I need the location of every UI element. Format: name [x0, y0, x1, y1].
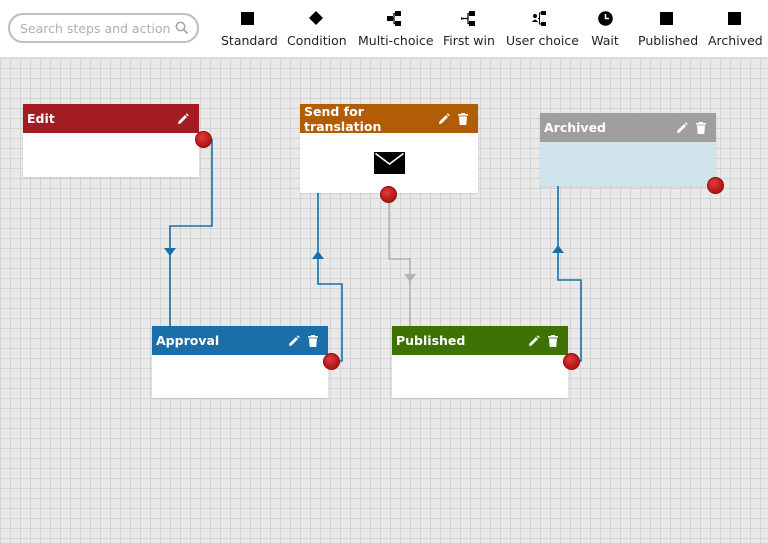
tool-label: Archived [708, 33, 763, 48]
search-box[interactable] [8, 13, 199, 43]
edge-translation-to-published[interactable] [388, 195, 416, 326]
output-port[interactable] [380, 186, 397, 203]
trash-icon[interactable] [458, 112, 468, 125]
step-node-approval[interactable]: Approval [152, 326, 340, 398]
node-body [540, 142, 716, 186]
search-input[interactable] [20, 19, 170, 37]
tool-first-win[interactable]: First win [443, 9, 495, 51]
node-title: Approval [156, 333, 220, 348]
tool-label: Standard [221, 33, 278, 48]
step-node-archived[interactable]: Archived [540, 113, 724, 194]
tool-standard[interactable]: Standard [221, 9, 278, 51]
first-win-icon [460, 10, 475, 26]
tool-label: Condition [287, 33, 347, 48]
tool-multi-choice[interactable]: Multi-choice [358, 9, 434, 51]
output-port[interactable] [707, 177, 724, 194]
toolbar: Standard Condition Multi-choice First wi… [0, 0, 768, 58]
node-header[interactable]: Published [392, 326, 568, 355]
node-title: Archived [544, 120, 607, 135]
output-port[interactable] [195, 131, 212, 148]
square-icon [659, 11, 673, 25]
node-header[interactable]: Send for translation [300, 103, 478, 134]
step-node-send-for-translation[interactable]: Send for translation [300, 103, 478, 203]
node-title: Edit [27, 111, 55, 126]
tool-published[interactable]: Published [638, 9, 699, 51]
square-icon [240, 11, 254, 25]
tool-label: First win [443, 33, 495, 48]
tool-user-choice[interactable]: User choice [506, 9, 579, 51]
tool-label: Multi-choice [358, 33, 434, 48]
node-body [300, 133, 478, 193]
node-body [392, 355, 568, 398]
multi-choice-icon [386, 10, 401, 26]
node-title: Published [396, 333, 466, 348]
step-node-published[interactable]: Published [392, 326, 580, 398]
tool-label: Published [638, 33, 699, 48]
pencil-icon[interactable] [676, 121, 688, 134]
step-node-edit[interactable]: Edit [23, 104, 212, 177]
output-port[interactable] [563, 353, 580, 370]
search-icon[interactable] [175, 21, 189, 35]
diamond-icon [308, 11, 323, 25]
pencil-icon[interactable] [528, 334, 540, 347]
tool-wait[interactable]: Wait [589, 9, 621, 51]
pencil-icon[interactable] [177, 112, 189, 125]
node-header[interactable]: Edit [23, 104, 199, 133]
node-body [23, 133, 199, 177]
trash-icon[interactable] [696, 121, 706, 134]
node-title: Send for translation [304, 103, 382, 134]
node-body [152, 355, 328, 398]
pencil-icon[interactable] [438, 112, 450, 125]
pencil-icon[interactable] [288, 334, 300, 347]
clock-icon [597, 10, 613, 26]
envelope-icon [373, 152, 405, 174]
node-header[interactable]: Archived [540, 113, 716, 142]
tool-label: Wait [591, 33, 619, 48]
node-header[interactable]: Approval [152, 326, 328, 355]
tool-condition[interactable]: Condition [287, 9, 347, 51]
trash-icon[interactable] [548, 334, 558, 347]
tool-archived[interactable]: Archived [708, 9, 763, 51]
tool-label: User choice [506, 33, 579, 48]
square-icon [727, 11, 741, 25]
output-port[interactable] [323, 353, 340, 370]
trash-icon[interactable] [308, 334, 318, 347]
user-choice-icon [532, 10, 546, 26]
